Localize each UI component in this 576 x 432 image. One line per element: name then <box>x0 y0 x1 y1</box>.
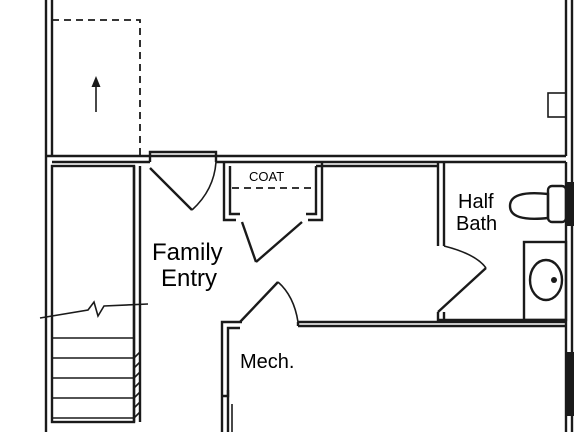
half-bath-label-line1: Half <box>458 191 494 213</box>
family-entry-label-line1: Family <box>152 239 223 266</box>
toilet-icon <box>508 184 568 224</box>
exterior-walls <box>44 0 574 432</box>
stairs <box>39 164 149 424</box>
coat-closet <box>222 162 324 263</box>
arrow-up-icon <box>91 76 101 112</box>
stair-break-line <box>39 300 149 319</box>
sink-icon <box>522 240 568 322</box>
mech-label: Mech. <box>240 351 294 373</box>
garage-entry-door <box>148 150 218 211</box>
hall-walls <box>298 160 574 432</box>
garage-area <box>52 19 567 156</box>
coat-label: COAT <box>249 169 284 184</box>
half-bath-label-line2: Bath <box>456 213 497 235</box>
mech-room <box>220 281 300 432</box>
family-entry-label-line2: Entry <box>161 265 217 292</box>
wall-fixture <box>547 92 567 118</box>
